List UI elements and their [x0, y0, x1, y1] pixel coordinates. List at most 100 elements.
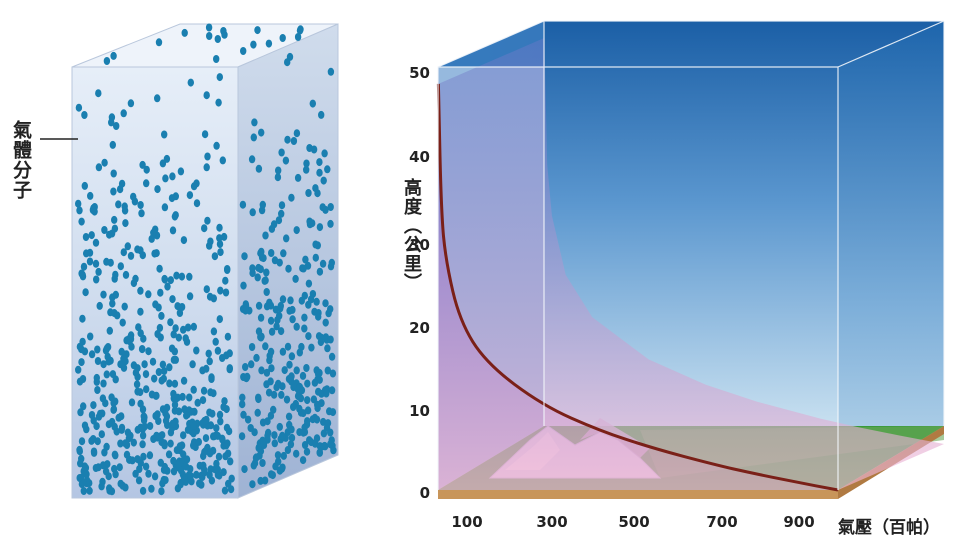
gas-molecule	[122, 483, 129, 492]
gas-molecules-label: 氣體分子	[10, 120, 32, 200]
gas-molecule	[251, 428, 258, 437]
gas-molecule	[108, 118, 115, 127]
gas-molecule	[241, 465, 248, 474]
gas-molecule	[120, 248, 128, 257]
gas-molecule	[158, 376, 165, 385]
gas-molecule	[289, 305, 296, 314]
gas-molecule	[170, 330, 177, 339]
gas-molecule	[145, 469, 152, 478]
gas-molecule	[152, 225, 159, 234]
gas-molecule	[203, 163, 210, 172]
gas-molecule	[268, 224, 276, 233]
gas-molecule	[135, 476, 143, 485]
gas-molecule	[279, 463, 286, 472]
gas-molecule	[259, 436, 266, 445]
gas-molecule	[221, 397, 228, 406]
gas-molecule	[146, 451, 154, 460]
gas-molecule	[186, 393, 193, 402]
gas-molecule	[98, 430, 106, 439]
gas-molecule	[102, 399, 109, 408]
gas-molecule	[108, 229, 116, 238]
gas-molecule	[206, 241, 213, 250]
x-tick-label: 900	[783, 513, 815, 531]
gas-molecule	[93, 275, 100, 284]
gas-molecule	[280, 249, 287, 258]
y-tick-label: 0	[419, 484, 430, 502]
gas-molecule	[145, 290, 152, 299]
gas-molecule	[321, 149, 328, 158]
gas-molecule	[167, 276, 174, 285]
gas-molecule	[94, 386, 101, 394]
gas-molecule	[162, 476, 169, 485]
gas-molecule	[110, 405, 117, 414]
gas-molecule	[105, 420, 113, 429]
gas-molecule	[281, 366, 288, 375]
gas-molecule	[276, 258, 283, 267]
gas-molecule	[315, 332, 323, 341]
gas-molecule	[158, 487, 165, 496]
gas-molecule	[94, 357, 102, 365]
gas-molecule	[187, 472, 194, 480]
gas-molecule	[213, 424, 220, 433]
ground-front-edge	[438, 490, 838, 499]
gas-molecule	[164, 282, 171, 291]
gas-molecule	[215, 98, 222, 107]
gas-molecule	[296, 404, 303, 413]
gas-molecule	[283, 234, 290, 243]
gas-molecule	[76, 445, 83, 454]
gas-molecule	[78, 217, 85, 226]
gas-molecule	[194, 398, 201, 407]
gas-molecule	[328, 258, 335, 267]
gas-molecule	[112, 397, 119, 406]
gas-molecule	[162, 174, 169, 183]
gas-molecule	[137, 307, 144, 316]
gas-molecule	[314, 404, 321, 413]
gas-molecule	[75, 199, 82, 208]
gas-molecule	[143, 179, 150, 188]
gas-molecule	[259, 459, 266, 467]
gas-molecule	[294, 33, 302, 41]
gas-molecule	[172, 324, 179, 333]
gas-molecule	[79, 314, 86, 323]
gas-molecule	[255, 164, 263, 173]
gas-molecule	[161, 441, 168, 450]
gas-molecule	[270, 390, 278, 399]
gas-molecule	[90, 435, 97, 443]
gas-molecule	[79, 272, 87, 281]
gas-molecule	[134, 425, 141, 434]
gas-molecule	[303, 447, 311, 456]
gas-molecule	[240, 281, 247, 290]
gas-molecule	[190, 385, 197, 394]
gas-molecule	[319, 259, 327, 268]
gas-molecule	[223, 405, 230, 414]
gas-molecule	[303, 159, 310, 168]
gas-molecule	[271, 439, 278, 448]
gas-molecule	[117, 262, 125, 271]
gas-molecule	[293, 366, 300, 375]
y-axis-label: 高度（公里）	[401, 178, 422, 292]
gas-molecule	[293, 449, 300, 458]
gas-molecule	[128, 398, 136, 407]
gas-molecule	[278, 390, 285, 399]
gas-molecule	[92, 259, 100, 268]
gas-molecule	[285, 412, 293, 421]
gas-molecule	[276, 311, 283, 320]
gas-molecule	[166, 363, 173, 372]
gas-molecule	[103, 370, 111, 379]
sky-right-wall	[838, 21, 944, 490]
gas-molecule	[316, 448, 323, 457]
gas-molecule	[121, 202, 128, 211]
gas-molecule	[177, 466, 185, 475]
gas-molecule	[320, 429, 328, 438]
gas-molecule	[201, 130, 209, 139]
gas-molecule	[100, 379, 107, 388]
gas-molecule	[156, 264, 163, 273]
gas-molecule	[216, 73, 223, 82]
gas-molecule	[139, 440, 146, 449]
gas-molecule	[300, 264, 307, 273]
gas-molecule	[222, 276, 229, 285]
gas-molecule	[180, 450, 187, 459]
gas-molecule	[140, 452, 147, 461]
gas-molecule	[226, 364, 233, 373]
gas-molecule	[287, 440, 295, 449]
